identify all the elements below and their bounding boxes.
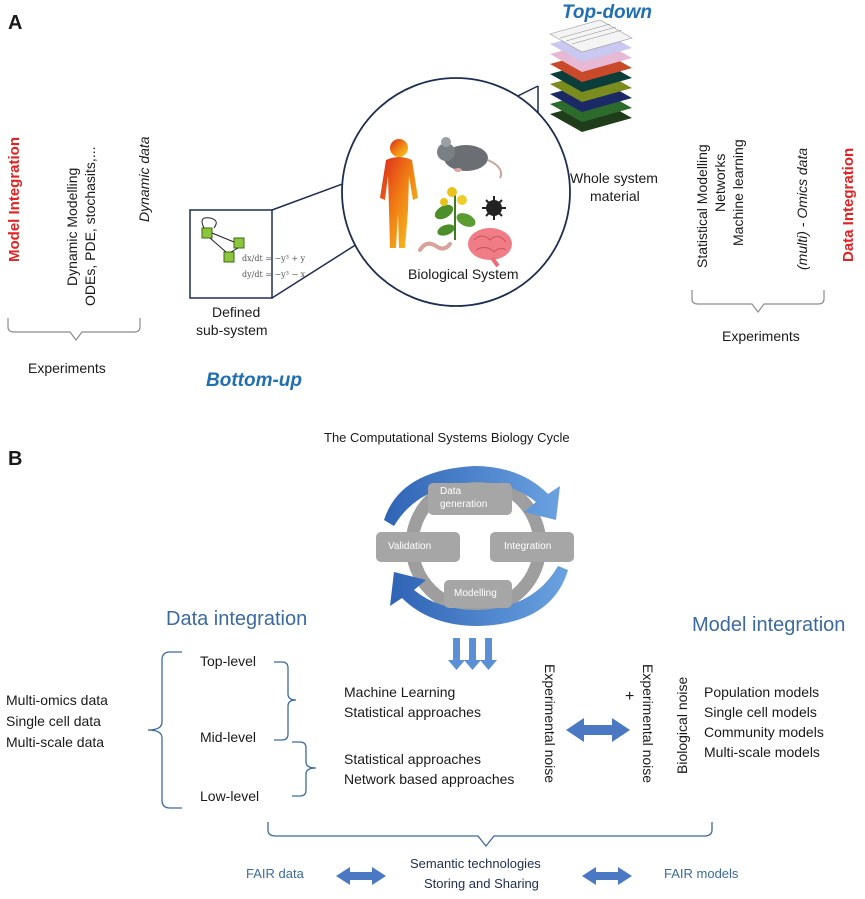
approach-low-1: Network based approaches — [344, 771, 515, 787]
defined-subsystem-label-1: Defined — [212, 304, 261, 320]
equation-1: dx/dt = −y³ + y — [242, 254, 305, 263]
equation-2-rhs: = −y³ − x — [265, 270, 306, 279]
fair-models-label: FAIR models — [664, 866, 739, 881]
data-integration-heading: Data integration — [166, 608, 308, 630]
panel-a-label: A — [8, 12, 23, 34]
top-mid-brace — [274, 661, 297, 741]
source-item-2: Multi-scale data — [6, 734, 105, 750]
cycle-box-data-generation — [428, 483, 512, 515]
model-item-1: Single cell models — [704, 704, 817, 720]
equation-1-rhs: = −y³ + y — [265, 254, 306, 263]
machine-learning-label: Machine learning — [730, 139, 746, 246]
equation-2: dy/dt = −y³ − x — [242, 270, 305, 279]
experiments-left-label: Experiments — [28, 360, 106, 376]
fair-data-double-arrow — [336, 867, 386, 885]
dynamic-data-label: Dynamic data — [136, 136, 152, 222]
cycle-arrow-bottom — [390, 566, 568, 626]
biological-noise-label: Biological noise — [674, 676, 690, 774]
model-integration-label: Model Integration — [6, 137, 23, 262]
approach-low-0: Statistical approaches — [344, 751, 481, 767]
dynamic-modelling-label: Dynamic Modelling — [64, 167, 80, 286]
cycle-box-modelling — [444, 580, 512, 608]
dynamic-modelling-methods-label: ODEs, PDE, stochasits,... — [82, 146, 98, 307]
plus-sign: + — [625, 688, 635, 705]
cycle-title: The Computational Systems Biology Cycle — [324, 430, 570, 445]
level-top: Top-level — [200, 653, 257, 669]
cycle-data-generation-label-1: Data — [440, 486, 462, 497]
virus-icon — [482, 196, 506, 220]
semantic-technologies-label: Semantic technologies — [410, 856, 541, 871]
cycle-validation-label: Validation — [388, 541, 432, 552]
data-integration-label: Data Integration — [840, 147, 857, 262]
omics-data-label: (multi) - Omics data — [794, 147, 810, 270]
equation-2-lhs: dy/dt — [242, 270, 263, 279]
model-integration-heading: Model integration — [692, 614, 846, 636]
biological-system-label: Biological System — [408, 266, 519, 282]
source-item-1: Single cell data — [6, 713, 101, 729]
mouse-icon — [437, 137, 503, 179]
human-body-icon — [380, 139, 418, 248]
sources-brace — [147, 651, 182, 809]
cycle-arrow-top — [384, 466, 560, 526]
level-low: Low-level — [200, 788, 260, 804]
approach-top-1: Statistical approaches — [344, 704, 481, 720]
networks-label: Networks — [712, 153, 728, 212]
panel-b-label: B — [8, 448, 23, 470]
experiments-bracket-right — [691, 290, 825, 313]
mid-low-brace — [292, 741, 317, 797]
statistical-modelling-label: Statistical Modelling — [694, 144, 710, 268]
brain-icon — [468, 228, 512, 268]
cycle-integration-label: Integration — [504, 541, 552, 552]
experimental-noise-label-2: Experimental noise — [640, 664, 656, 784]
down-arrows — [448, 638, 497, 670]
fair-data-label: FAIR data — [246, 866, 304, 881]
bottom-bracket — [267, 822, 713, 848]
cycle-box-integration — [490, 532, 574, 562]
subsystem-network-icon — [201, 217, 245, 263]
experimental-noise-label: Experimental noise — [542, 664, 558, 784]
model-item-0: Population models — [704, 684, 820, 700]
equation-1-lhs: dx/dt — [242, 254, 263, 263]
cycle-box-validation — [376, 532, 460, 562]
plant-icon — [434, 187, 476, 240]
cycle-modelling-label: Modelling — [454, 588, 497, 599]
whole-system-label-1: Whole system — [570, 170, 658, 186]
top-down-label: Top-down — [562, 2, 653, 23]
level-mid: Mid-level — [200, 729, 257, 745]
source-item-0: Multi-omics data — [6, 692, 108, 708]
cycle-data-generation-label-2: generation — [440, 499, 488, 510]
storing-sharing-label: Storing and Sharing — [424, 876, 539, 891]
worm-icon — [418, 241, 452, 252]
fair-models-double-arrow — [582, 867, 632, 885]
model-item-3: Multi-scale models — [704, 744, 820, 760]
approach-top-0: Machine Learning — [344, 684, 456, 700]
omics-layer-stack — [549, 19, 633, 132]
experiments-bracket-left — [7, 318, 141, 341]
bottom-up-label: Bottom-up — [206, 370, 303, 391]
noise-double-arrow — [566, 718, 630, 742]
whole-system-label-2: material — [590, 188, 640, 204]
model-item-2: Community models — [704, 724, 824, 740]
defined-subsystem-box — [189, 209, 273, 299]
defined-subsystem-label-2: sub-system — [196, 322, 268, 338]
experiments-right-label: Experiments — [722, 328, 800, 344]
